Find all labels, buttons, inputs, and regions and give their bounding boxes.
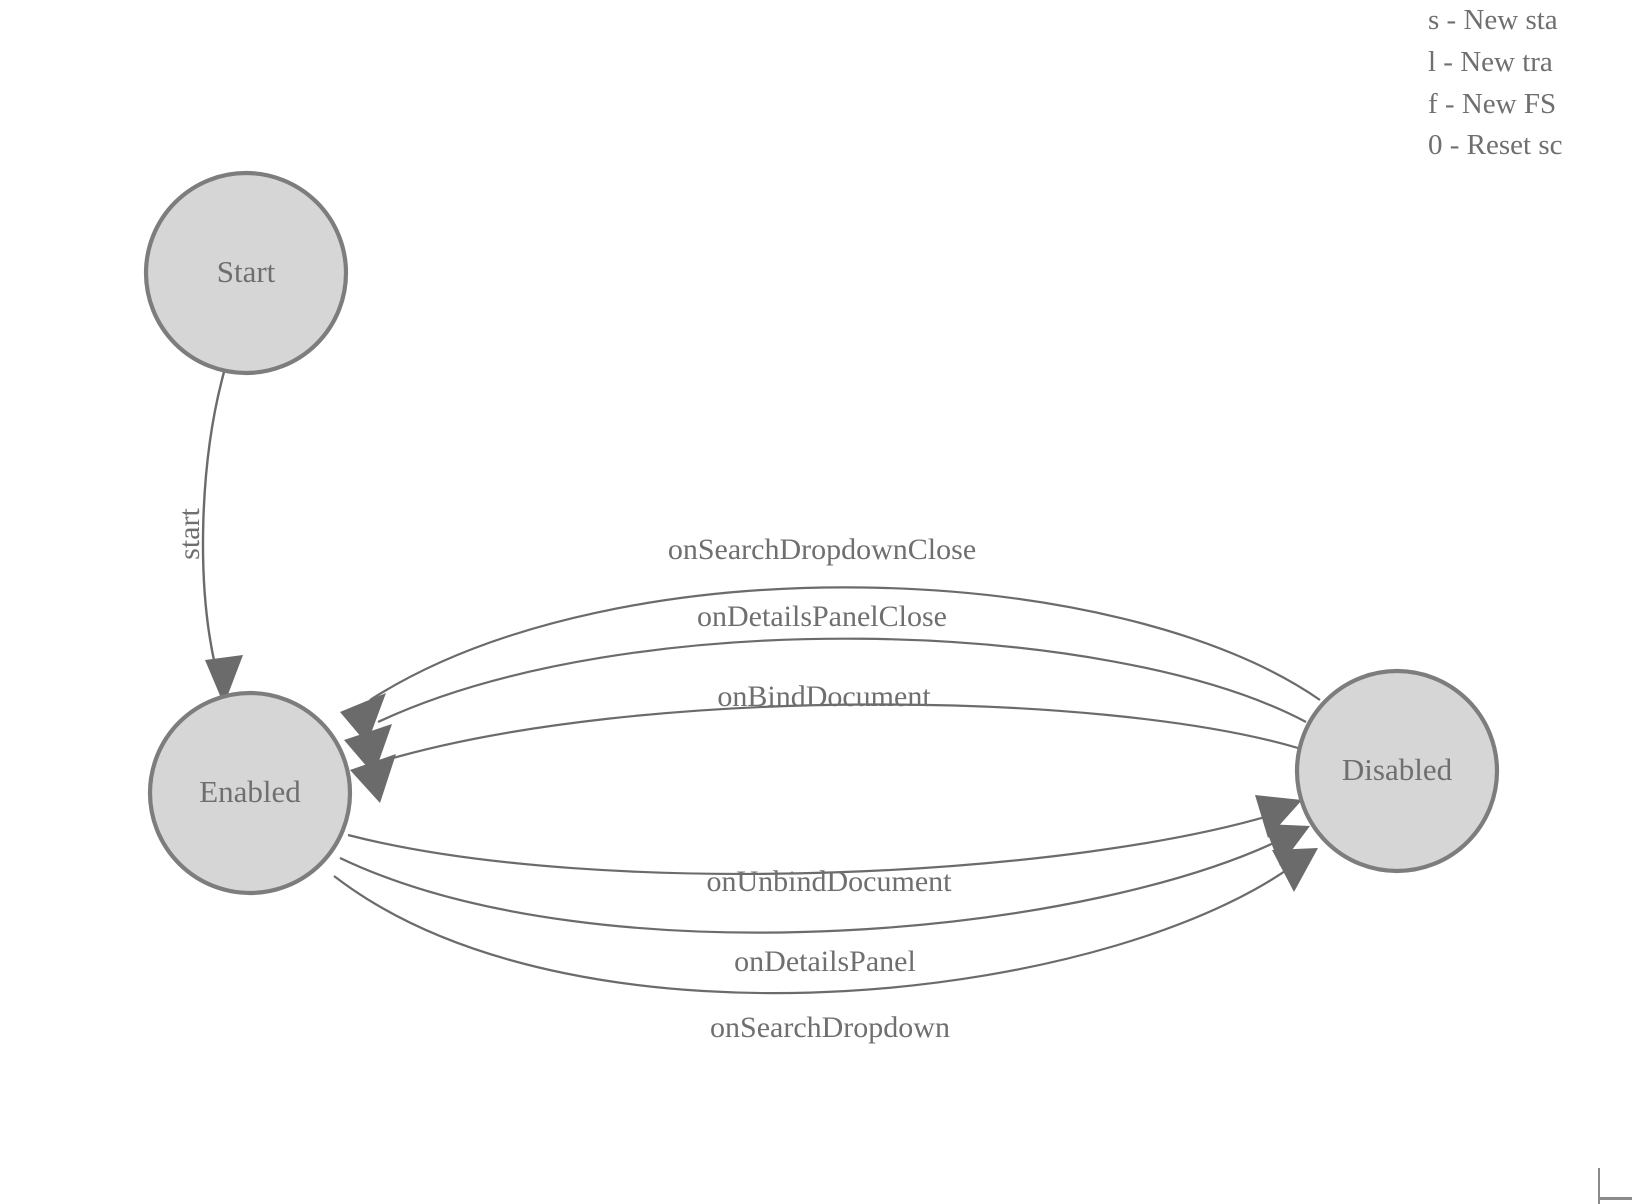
transition-onbinddocument[interactable]: onBindDocument — [350, 680, 1299, 803]
transition-ondetailspanel-arrowhead — [1264, 824, 1310, 866]
state-node-enabled-circle[interactable] — [147, 690, 353, 896]
transition-onbinddocument-arrowhead — [350, 754, 396, 803]
state-node-enabled[interactable]: Enabled — [147, 690, 353, 896]
corner-marker-vertical-rule — [1598, 1168, 1600, 1204]
transition-ondetailspanel-label: onDetailsPanel — [734, 945, 916, 978]
transition-onsearchdropdown-arrowhead — [1272, 848, 1318, 892]
transition-onbinddocument-label: onBindDocument — [717, 680, 931, 713]
help-line-new-fsm: f - New FS — [1428, 87, 1557, 120]
state-node-disabled[interactable]: Disabled — [1294, 668, 1500, 874]
help-line-new-state: s - New sta — [1428, 4, 1558, 36]
transition-onunbinddocument-path[interactable] — [347, 808, 1289, 875]
transition-onsearchdropdownclose-arrowhead — [340, 693, 386, 744]
help-line-new-transition: l - New tra — [1428, 45, 1553, 78]
transition-start[interactable]: start — [173, 371, 243, 705]
state-node-start[interactable]: Start — [143, 170, 349, 376]
state-node-disabled-circle[interactable] — [1294, 668, 1500, 874]
corner-marker-horizontal-rule — [1598, 1197, 1632, 1200]
transition-start-path[interactable] — [201, 371, 226, 666]
help-line-reset: 0 - Reset sc — [1428, 129, 1563, 162]
transition-ondetailspanelclose[interactable]: onDetailsPanelClose — [344, 600, 1307, 775]
transition-ondetailspanelclose-path[interactable] — [377, 637, 1307, 723]
transition-onbinddocument-path[interactable] — [385, 703, 1299, 762]
transition-onsearchdropdown[interactable]: onSearchDropdown — [333, 848, 1318, 1044]
transition-ondetailspanel-path[interactable] — [339, 831, 1297, 934]
transition-start-arrowhead — [205, 655, 243, 705]
transition-onsearchdropdownclose-label: onSearchDropdownClose — [668, 533, 976, 566]
state-node-enabled-label: Enabled — [199, 774, 301, 809]
state-node-start-circle[interactable] — [143, 170, 349, 376]
transition-ondetailspanelclose-label: onDetailsPanelClose — [697, 600, 947, 633]
transition-onsearchdropdownclose-path[interactable] — [369, 586, 1321, 701]
transition-ondetailspanelclose-arrowhead — [344, 724, 392, 775]
transition-onsearchdropdown-label: onSearchDropdown — [710, 1011, 950, 1044]
transition-onunbinddocument-label: onUnbindDocument — [707, 865, 953, 898]
transition-ondetailspanel[interactable]: onDetailsPanel — [339, 824, 1310, 978]
resize-corner-marker[interactable] — [1598, 1168, 1632, 1204]
transition-onsearchdropdownclose[interactable]: onSearchDropdownClose — [340, 533, 1321, 744]
transition-onsearchdropdown-path[interactable] — [333, 853, 1309, 995]
help-legend: s - New sta l - New tra f - New FS 0 - R… — [1428, 0, 1632, 167]
state-node-disabled-label: Disabled — [1342, 752, 1453, 787]
transition-start-label: start — [173, 508, 206, 560]
state-node-start-label: Start — [217, 254, 276, 289]
